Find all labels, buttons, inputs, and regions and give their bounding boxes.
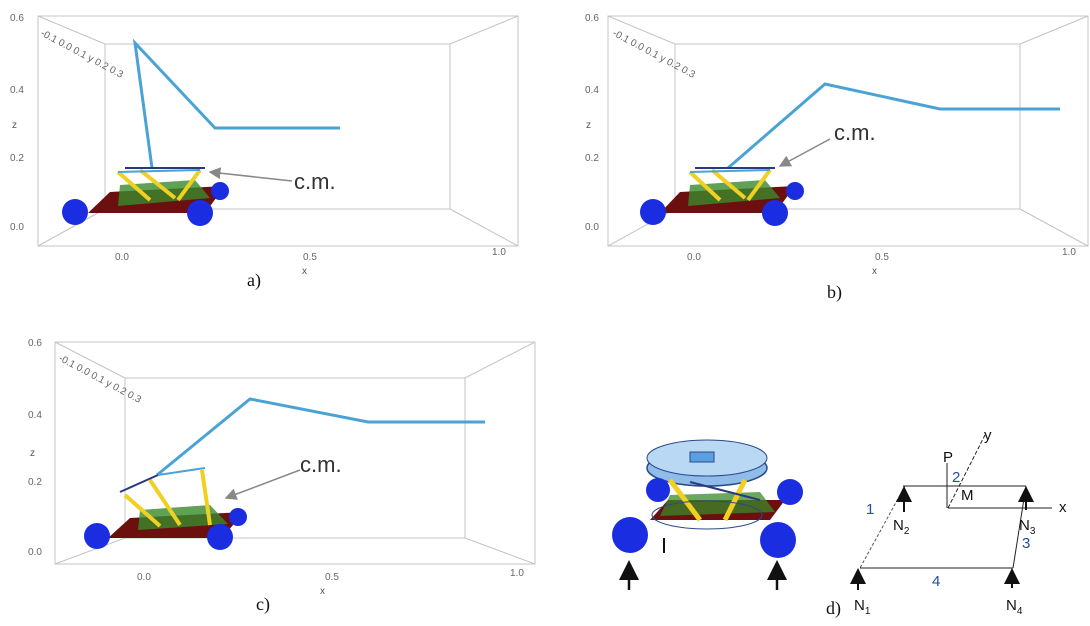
x-axis-label: x [1059,499,1067,516]
x-tick-1-0: 1.0 [492,247,506,258]
y-tick-labels: -0.1 0.0 0.1 y 0.2 0.3 [39,28,126,81]
panel-c-x-ticks: 0.0 0.5 1.0 [137,568,524,583]
panel-c: 0.6 0.4 0.2 0.0 z 0.0 0.5 1.0 x -0.1 0.0… [28,338,536,615]
panel-a-x-ticks: 0.0 0.5 1.0 [115,247,506,263]
cm-label: c.m. [300,452,342,477]
panel-a-z-ticks: 0.6 0.4 0.2 0.0 [10,13,24,233]
z-tick-0-6: 0.6 [585,13,599,24]
z-axis-label: z [30,448,35,459]
edge-label-4: 4 [932,573,940,590]
force-n2-label: N2 [893,517,910,537]
x-tick-1-0: 1.0 [510,568,524,579]
caption-a: a) [247,270,261,291]
edge-label-1: 1 [866,501,874,518]
z-tick-0-4: 0.4 [585,85,599,96]
trajectory-line [132,38,340,169]
x-tick-1-0: 1.0 [1062,247,1076,258]
force-n1-label: N1 [854,597,871,617]
z-tick-0-6: 0.6 [10,13,24,24]
y-tick-labels: -0.1 0.0 0.1 y 0.2 0.3 [57,353,144,406]
cm-pointer-arrow [224,469,301,500]
z-tick-0-0: 0.0 [10,222,24,233]
x-axis-label: x [872,266,877,277]
free-body-diagram: P y x M 1 2 3 4 N1 N2 N3 N4 [850,427,1067,617]
panel-a-box [37,15,519,247]
caption-c: c) [256,594,270,615]
cm-label: c.m. [294,169,336,194]
panel-c-box [54,341,536,565]
trajectory-line [156,397,485,477]
z-tick-0-2: 0.2 [585,153,599,164]
z-tick-0-0: 0.0 [28,547,42,558]
cm-label: c.m. [834,120,876,145]
y-axis-label: y [984,427,992,444]
z-axis-label: z [12,120,17,131]
x-tick-0-0: 0.0 [137,572,151,583]
cm-pointer-arrow [208,167,293,182]
robot-render [612,439,803,590]
x-tick-0-5: 0.5 [303,252,317,263]
robot-model [62,167,229,226]
edge-label-2: 2 [952,469,960,486]
z-tick-0-0: 0.0 [585,222,599,233]
z-tick-0-2: 0.2 [10,153,24,164]
cm-pointer-arrow [778,138,831,167]
panel-b-box [607,15,1089,247]
robot-model [640,167,804,226]
x-tick-0-0: 0.0 [687,252,701,263]
point-load-label: P [943,449,953,466]
force-n3-label: N3 [1019,517,1036,537]
z-tick-0-4: 0.4 [28,410,42,421]
x-tick-0-5: 0.5 [875,252,889,263]
edge-label-3: 3 [1022,535,1030,552]
z-tick-0-2: 0.2 [28,477,42,488]
panel-b: 0.6 0.4 0.2 0.0 z 0.0 0.5 1.0 x -0.1 0.0… [585,13,1089,303]
x-axis-label: x [320,586,325,597]
panel-b-x-ticks: 0.0 0.5 1.0 [687,247,1076,263]
moment-label: M [961,487,974,504]
x-axis-label: x [302,266,307,277]
panel-a: 0.6 0.4 0.2 0.0 z 0.0 0.5 1.0 x -0.1 0.0… [10,13,519,291]
caption-d: d) [826,598,841,619]
panel-c-z-ticks: 0.6 0.4 0.2 0.0 [28,338,42,558]
z-tick-0-4: 0.4 [10,85,24,96]
trajectory-line [727,82,1060,170]
x-tick-0-5: 0.5 [325,572,339,583]
panel-d: P y x M 1 2 3 4 N1 N2 N3 N4 d) [612,427,1067,619]
z-tick-0-6: 0.6 [28,338,42,349]
x-tick-0-0: 0.0 [115,252,129,263]
y-tick-labels: -0.1 0.0 0.1 y 0.2 0.3 [611,28,698,81]
panel-b-z-ticks: 0.6 0.4 0.2 0.0 [585,13,599,233]
z-axis-label: z [586,120,591,131]
force-n4-label: N4 [1006,597,1023,617]
robot-model [84,467,247,550]
caption-b: b) [827,282,842,303]
